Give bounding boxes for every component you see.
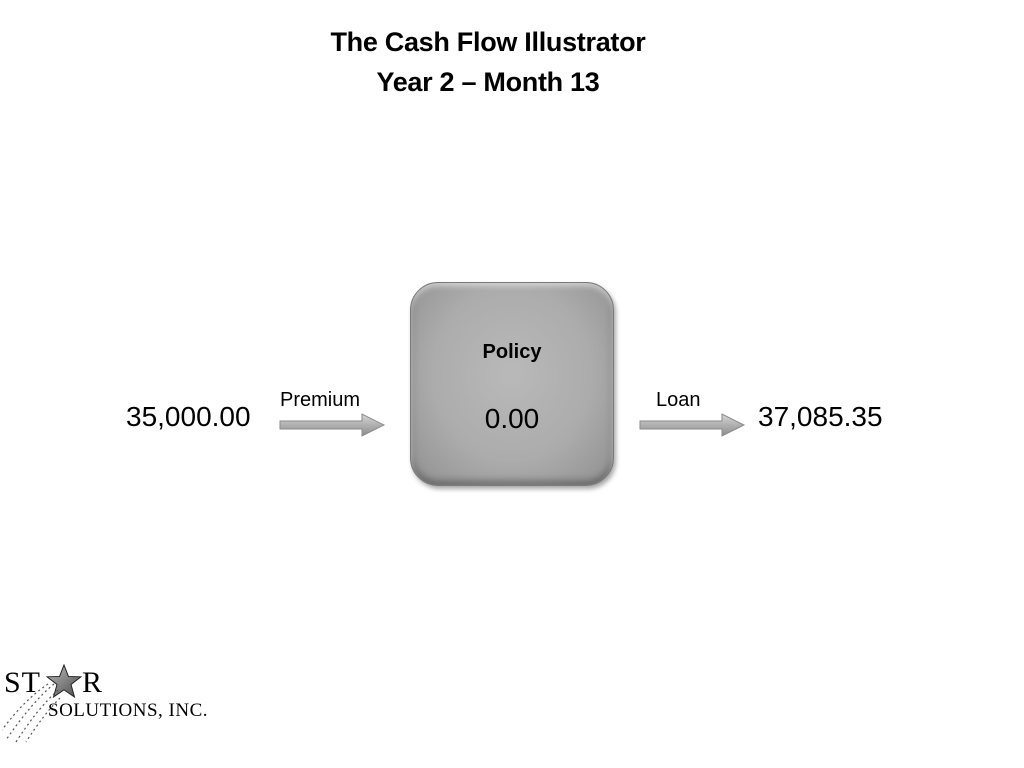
logo-text-right: R [82,666,103,699]
page-subtitle: Year 2 – Month 13 [376,67,600,97]
loan-arrow-icon [639,413,746,437]
policy-label: Policy [482,341,542,363]
loan-label: Loan [656,389,701,411]
title-block: The Cash Flow Illustrator Year 2 – Month… [0,22,976,102]
premium-amount: 35,000.00 [126,401,251,432]
policy-value: 0.00 [484,403,540,434]
star-trail-icon [2,683,61,743]
logo-subtitle: SOLUTIONS, INC. [48,700,209,721]
premium-label: Premium [280,389,361,411]
premium-arrow-icon [279,413,386,437]
page-title: The Cash Flow Illustrator [330,27,646,57]
company-logo: ST R SOLUTIONS, INC. [2,662,212,746]
logo-text-left: ST [4,666,42,699]
star-icon [46,664,82,698]
policy-box: Policy 0.00 [410,282,614,486]
loan-amount: 37,085.35 [758,401,883,432]
